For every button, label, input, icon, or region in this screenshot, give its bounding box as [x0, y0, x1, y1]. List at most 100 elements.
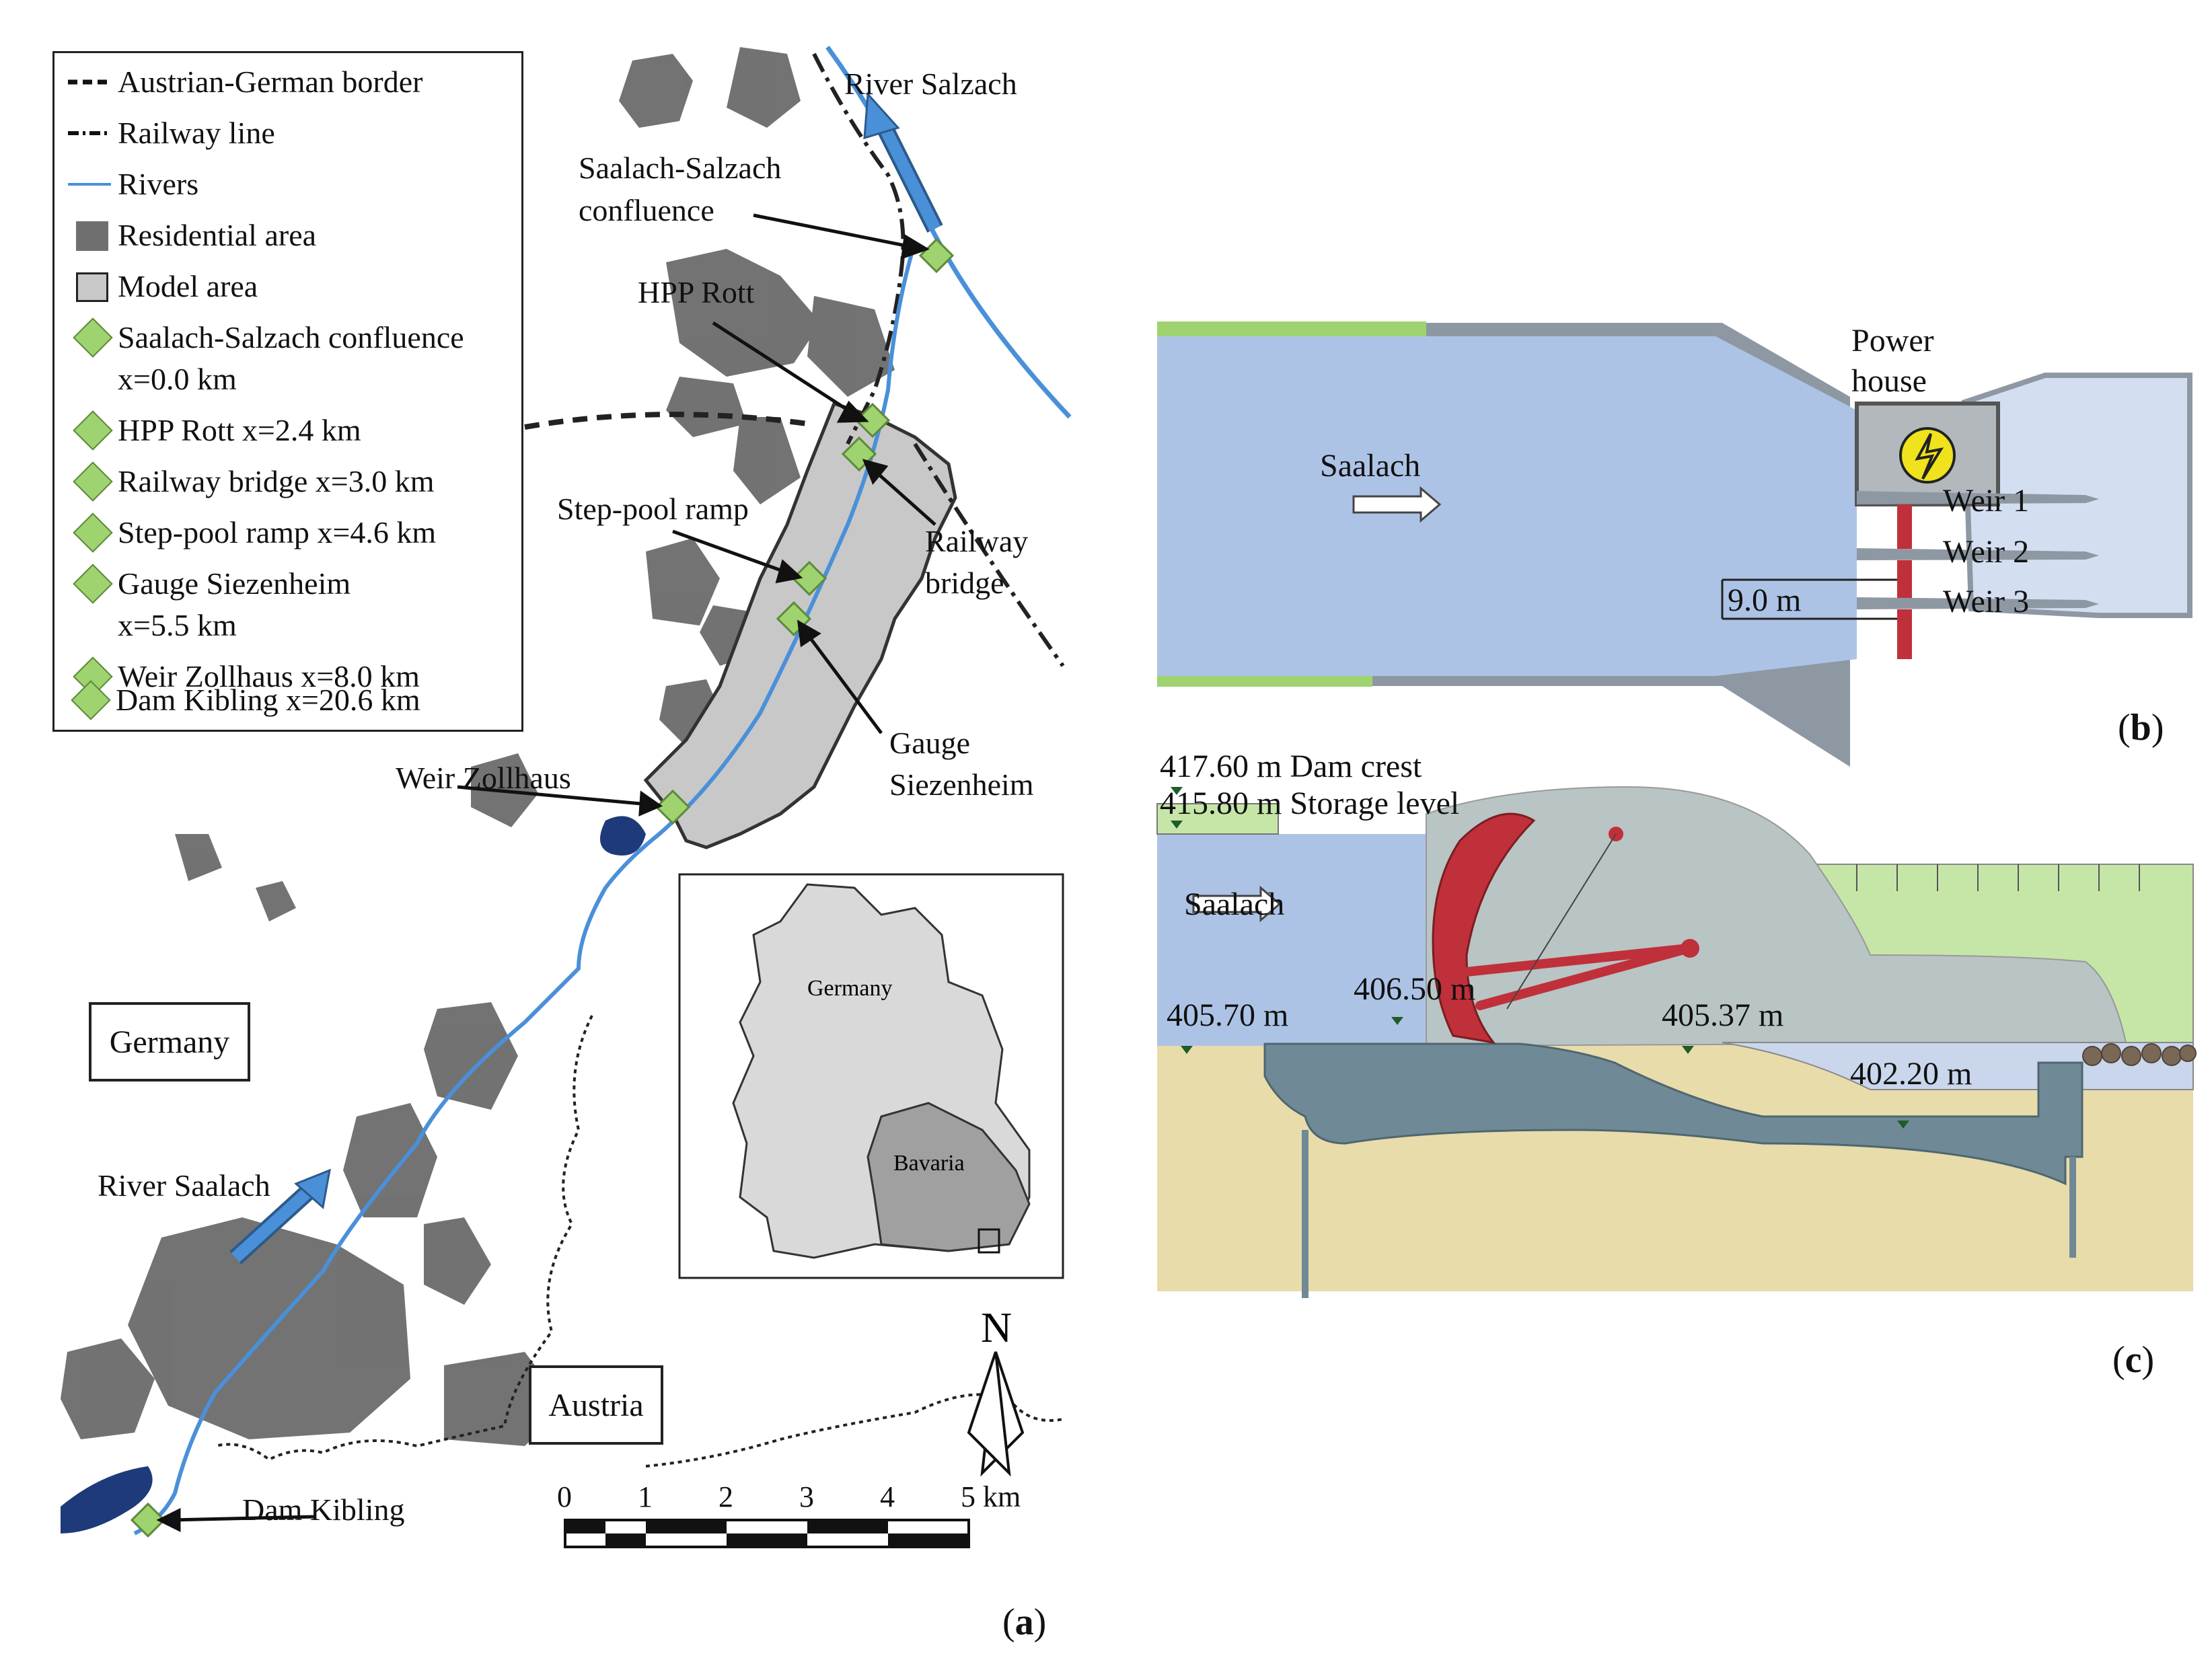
north-arrow-icon: N	[967, 1303, 1025, 1477]
stilling-basin	[1263, 1042, 2084, 1186]
section-canvas: 417.60 m Dam crest 415.80 m Storage leve…	[1156, 749, 2197, 1298]
legend-label: Model area	[118, 269, 258, 303]
reservoir-water	[1157, 336, 1857, 676]
legend-label: Weir Zollhaus x=8.0 km	[118, 659, 420, 693]
label-dam-kibling: Dam Kibling	[242, 1492, 404, 1527]
river-saalach-arrow	[229, 1168, 331, 1264]
dark-gray-square-icon	[64, 215, 118, 256]
inset-map: Germany Bavaria	[678, 873, 1064, 1279]
legend-item-gauge: Gauge Siezenheim x=5.5 km	[64, 563, 351, 646]
legend-item-rivers: Rivers	[64, 163, 198, 205]
riprap	[2082, 1043, 2197, 1066]
legend-item-dam-kibling: Dam Kibling x=20.6 km	[62, 679, 420, 721]
weir-1-gate	[1897, 504, 1912, 549]
scale-tick-4: 4	[880, 1480, 895, 1513]
label-level-sill: 406.50 m	[1354, 971, 1475, 1007]
legend-item-residential: Residential area	[64, 215, 316, 256]
legend-label: Step-pool ramp x=4.6 km	[118, 515, 437, 549]
legend-item-model-area: Model area	[64, 266, 258, 307]
legend-item-weir-zollhaus: Weir Zollhaus x=8.0 km	[64, 656, 420, 697]
dashed-line-icon	[64, 61, 118, 103]
sheet-pile-left	[1302, 1130, 1308, 1298]
bank-bottom	[1157, 676, 1372, 687]
label-river-salzach: River Salzach	[844, 67, 1017, 101]
weir-2-gate	[1897, 560, 1912, 598]
weir-piers	[1857, 491, 2099, 609]
legend-label-2: x=0.0 km	[118, 362, 237, 396]
label-saalach-plan: Saalach	[1320, 448, 1420, 484]
scale-tick-2: 2	[718, 1480, 733, 1513]
tag-letter: a	[1015, 1601, 1034, 1643]
label-house: house	[1851, 363, 1927, 399]
plan-view-canvas: Power house Saalach Weir 1 Weir 2 Weir 3…	[1157, 321, 2192, 767]
label-weir-3: Weir 3	[1943, 584, 2029, 619]
legend-label: Railway line	[118, 116, 275, 150]
north-label: N	[981, 1303, 1012, 1351]
map-labels: River Salzach Saalach-Salzach confluence…	[98, 67, 1034, 1527]
level-markers	[1171, 787, 1909, 1129]
sheet-pile-right	[2069, 1157, 2076, 1258]
light-gray-square-icon	[64, 266, 118, 307]
label-weir-zollhaus: Weir Zollhaus	[396, 761, 571, 795]
dam-body	[1426, 786, 2127, 1047]
country-label-austria: Austria	[529, 1365, 663, 1445]
legend-item-railway: Railway line	[64, 112, 275, 154]
tag-letter: b	[2130, 707, 2151, 749]
tag-open: (	[2112, 1339, 2125, 1381]
lightning-icon	[1899, 427, 1956, 484]
austria-text: Austria	[548, 1387, 644, 1423]
label-dam-crest: 417.60 m Dam crest	[1160, 749, 1422, 784]
label-confluence-2: confluence	[579, 193, 714, 227]
legend-label: HPP Rott x=2.4 km	[118, 413, 361, 447]
panel-a-map: River Salzach Saalach-Salzach confluence…	[40, 40, 1076, 1614]
inset-location-box	[978, 1228, 1000, 1254]
upstream-water	[1157, 834, 1467, 1046]
legend-label: Residential area	[118, 218, 317, 252]
lightning-bolt	[1915, 433, 1944, 480]
storage-level-band	[1156, 803, 1279, 835]
weir-3-gate	[1897, 609, 1912, 659]
scale-tick-3: 3	[799, 1480, 814, 1513]
legend-label: Gauge Siezenheim	[118, 566, 351, 601]
label-level-upstream: 405.70 m	[1167, 997, 1288, 1033]
legend-label: Railway bridge x=3.0 km	[118, 464, 435, 498]
label-level-basin: 402.20 m	[1850, 1056, 1972, 1092]
marker-weir-zollhaus	[655, 789, 691, 825]
label-step-pool: Step-pool ramp	[557, 492, 749, 526]
germany-text: Germany	[109, 1024, 230, 1060]
legend-label-2: x=5.5 km	[118, 608, 237, 642]
lake-zollhaus	[600, 816, 646, 856]
marker-step-pool	[791, 560, 827, 597]
map-legend: Austrian-German border Railway line Rive…	[52, 51, 523, 732]
river-salzach-arrow	[863, 91, 943, 233]
green-diamond-icon	[64, 512, 118, 554]
marker-dam-kibling	[130, 1502, 166, 1538]
railway-line	[812, 52, 1065, 667]
grass-ticks	[1856, 864, 2140, 891]
flow-arrow-icon	[1352, 486, 1442, 523]
scale-tick-5: 5 km	[961, 1480, 1021, 1513]
label-confluence-1: Saalach-Salzach	[579, 151, 781, 185]
legend-label: Austrian-German border	[118, 65, 423, 99]
label-gauge-1: Gauge	[889, 726, 970, 760]
label-gauge-2: Siezenheim	[889, 767, 1034, 802]
label-storage-level: 415.80 m Storage level	[1160, 786, 1459, 821]
tag-open: (	[1002, 1601, 1015, 1643]
green-diamond-icon	[64, 461, 118, 502]
tag-close: )	[2151, 707, 2164, 749]
legend-item-hpp-rott: HPP Rott x=2.4 km	[64, 410, 361, 451]
tag-letter: c	[2125, 1339, 2142, 1381]
panel-b-tag: (b)	[2118, 706, 2164, 749]
label-hpp-rott: HPP Rott	[638, 275, 755, 309]
scale-tick-0: 0	[557, 1480, 572, 1513]
tag-close: )	[2141, 1339, 2155, 1381]
label-weir-2: Weir 2	[1943, 534, 2029, 570]
scale-bar: 0 1 2 3 4 5 km	[557, 1480, 1021, 1548]
gate-pivot	[1681, 939, 1699, 958]
label-width: 9.0 m	[1728, 582, 1801, 618]
austrian-german-border	[524, 412, 808, 430]
marker-confluence	[918, 237, 955, 274]
panel-a-tag: (a)	[1002, 1601, 1046, 1644]
river-line-icon	[64, 163, 118, 205]
lake-kibling	[61, 1466, 153, 1533]
